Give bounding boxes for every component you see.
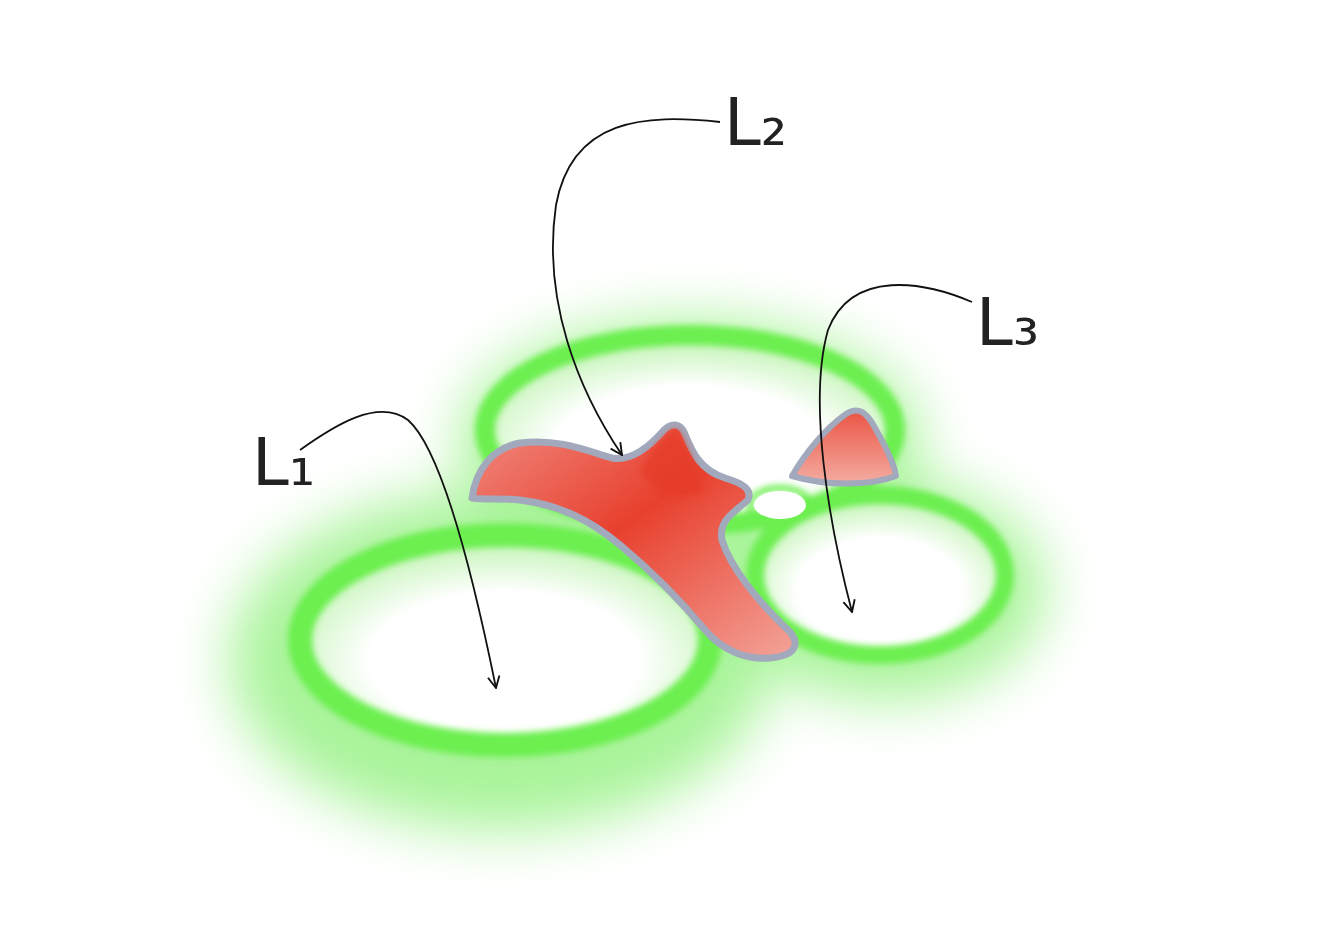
small-hole [754,491,806,519]
leader-lines [300,119,972,688]
halo-right [725,480,1045,700]
right-ridge [792,410,896,483]
green-halo [230,320,1045,830]
leader-line [553,119,720,455]
small-hole-rim [750,488,810,522]
leader-line [300,412,496,688]
callout-label: L₂ [724,90,787,156]
saddle-ridge [472,425,795,658]
callout-label: L₃ [976,290,1039,356]
leader-line [820,285,972,612]
callout-label: L₁ [252,430,315,496]
ridge-peak [640,428,705,496]
green-rims [300,335,1005,745]
